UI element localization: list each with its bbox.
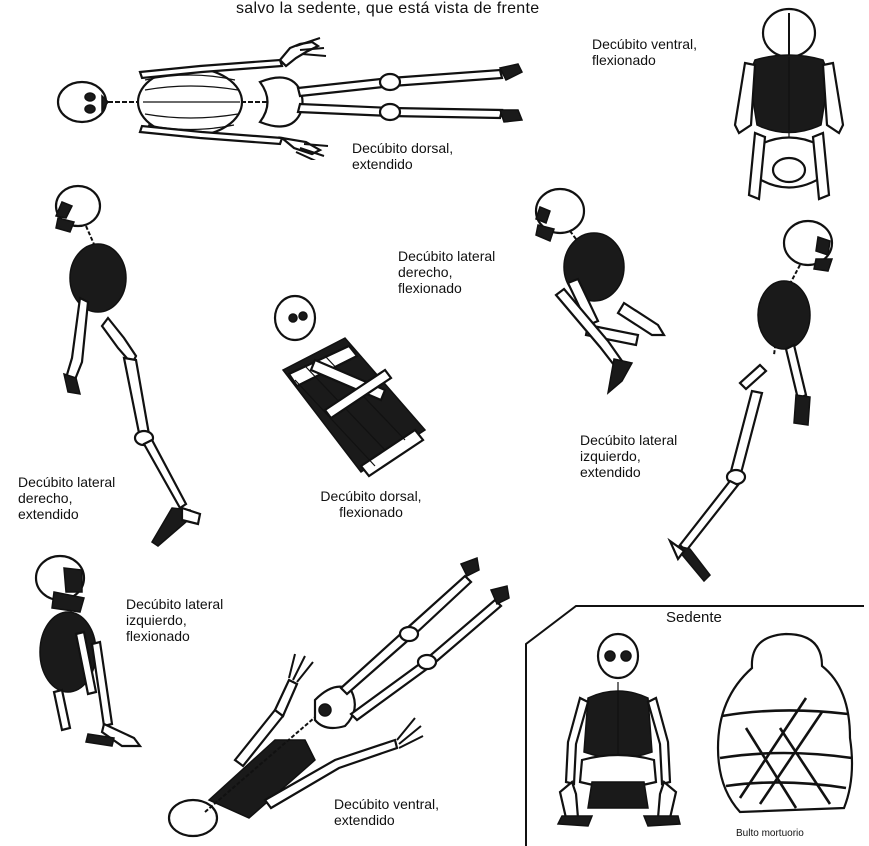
label-line: izquierdo, xyxy=(580,448,677,464)
label-line: extendido xyxy=(18,506,115,522)
label-line: Decúbito lateral xyxy=(580,432,677,448)
label-line: Decúbito lateral xyxy=(398,248,495,264)
label-line: extendido xyxy=(352,156,453,172)
skeleton-dorsal-flexed xyxy=(265,290,440,480)
label-right-lateral-extended: Decúbito lateral derecho, extendido xyxy=(18,474,115,522)
label-left-lateral-extended: Decúbito lateral izquierdo, extendido xyxy=(580,432,677,480)
label-line: flexionado xyxy=(592,52,697,68)
skeleton-right-lateral-flexed xyxy=(528,185,678,395)
label-line: derecho, xyxy=(18,490,115,506)
top-caption: salvo la sedente, que está vista de fren… xyxy=(236,0,539,18)
sedente-title: Sedente xyxy=(666,610,722,626)
label-line: flexionado xyxy=(286,504,456,520)
label-line: flexionado xyxy=(398,280,495,296)
label-dorsal-extended: Decúbito dorsal, extendido xyxy=(352,140,453,172)
label-line: Decúbito ventral, xyxy=(592,36,697,52)
skeleton-left-lateral-flexed xyxy=(24,552,154,752)
label-line: Decúbito dorsal, xyxy=(286,488,456,504)
label-dorsal-flexed: Decúbito dorsal, flexionado xyxy=(286,488,456,520)
label-right-lateral-flexed: Decúbito lateral derecho, flexionado xyxy=(398,248,495,296)
label-ventral-extended: Decúbito ventral, extendido xyxy=(334,796,439,828)
label-line: extendido xyxy=(580,464,677,480)
skeleton-left-lateral-extended xyxy=(660,215,840,595)
label-line: Decúbito ventral, xyxy=(334,796,439,812)
bundle-label: Bulto mortuorio xyxy=(736,826,804,842)
label-line: Decúbito dorsal, xyxy=(352,140,453,156)
funerary-bundle xyxy=(710,628,860,820)
label-ventral-flexed: Decúbito ventral, flexionado xyxy=(592,36,697,68)
skeleton-dorsal-extended xyxy=(50,30,530,160)
skeleton-ventral-flexed xyxy=(725,5,855,205)
skeleton-seated xyxy=(552,632,692,832)
label-line: Decúbito lateral xyxy=(18,474,115,490)
label-line: extendido xyxy=(334,812,439,828)
label-line: derecho, xyxy=(398,264,495,280)
